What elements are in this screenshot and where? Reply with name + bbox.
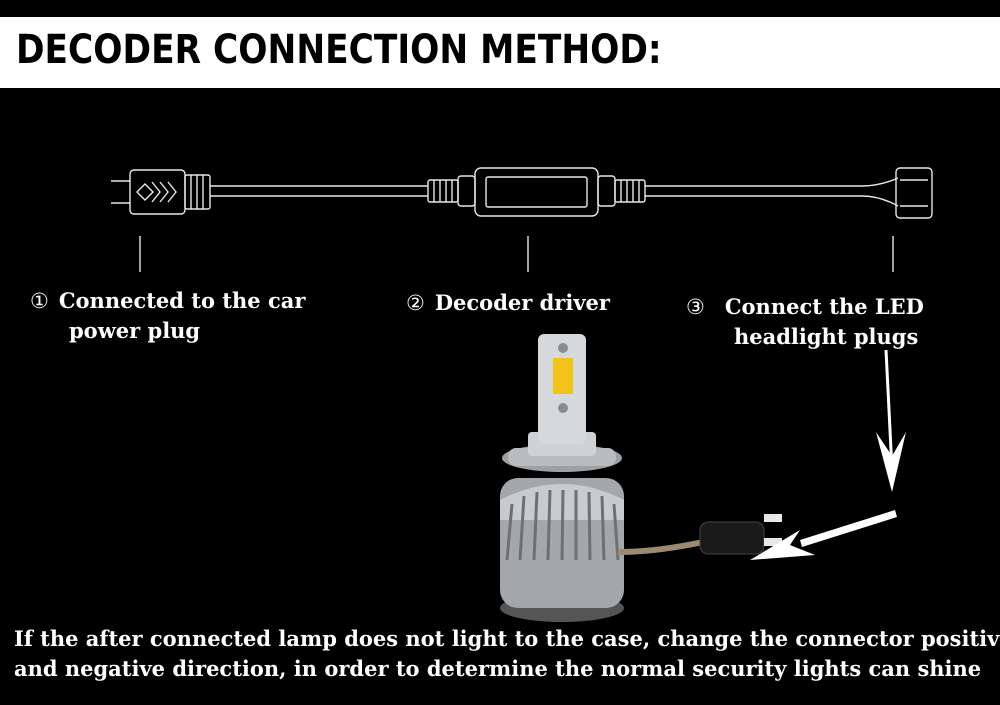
step-2-line1: Decoder driver	[434, 290, 610, 315]
instructions-line-2: and negative direction, in order to dete…	[14, 656, 982, 681]
arrow-down-icon	[876, 349, 906, 492]
instructions-line-1: If the after connected lamp does not lig…	[14, 626, 1000, 651]
instructions-text: If the after connected lamp does not lig…	[14, 624, 1000, 684]
decoder-box-icon	[427, 167, 646, 217]
step-2-label: ② Decoder driver	[406, 288, 610, 318]
pointer-lines	[139, 236, 894, 272]
step-3-line2: headlight plugs	[734, 324, 919, 349]
step-3-label: ③ Connect the LED headlight plugs	[686, 292, 924, 351]
step-1-number: ①	[30, 289, 49, 313]
step-3-line1: Connect the LED	[724, 294, 924, 319]
step-1-line1: Connected to the car	[58, 288, 306, 313]
arrow-left-icon	[750, 510, 897, 560]
step-3-number: ③	[686, 295, 705, 319]
step-1-label: ① Connected to the car power plug	[30, 286, 305, 345]
headlight-plug-connector-icon	[895, 167, 933, 219]
cable	[210, 177, 899, 207]
step-1-line2: power plug	[69, 318, 201, 343]
led-bulb-image	[500, 334, 624, 622]
page-title: DECODER CONNECTION METHOD:	[16, 27, 662, 73]
bulb-cable	[617, 514, 782, 555]
power-plug-connector-icon	[111, 169, 211, 215]
step-2-number: ②	[406, 291, 425, 315]
title-bar: DECODER CONNECTION METHOD:	[0, 17, 1000, 88]
